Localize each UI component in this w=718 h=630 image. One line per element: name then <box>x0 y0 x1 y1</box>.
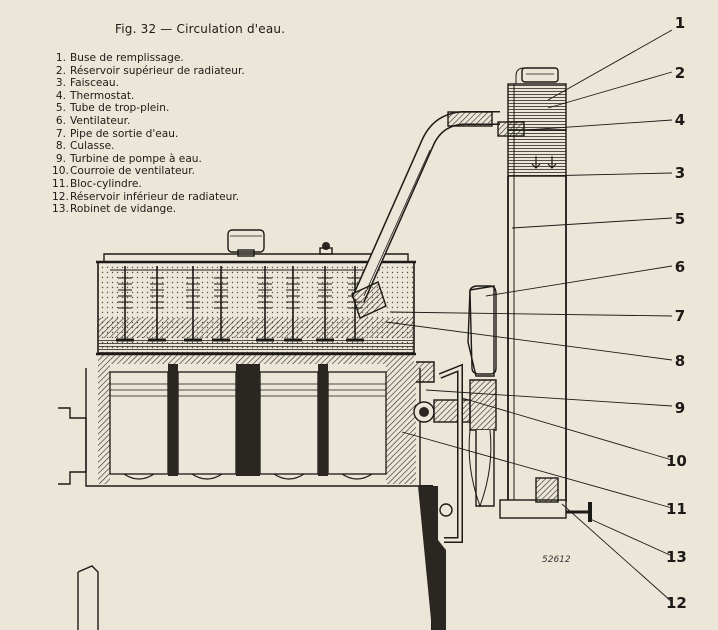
legend-item: 8.Culasse. <box>55 140 115 153</box>
callout-number: 9 <box>674 399 686 417</box>
callout-number: 11 <box>666 500 687 518</box>
callout-number: 6 <box>674 258 686 276</box>
callout-number: 1 <box>674 14 686 32</box>
legend-item: 3.Faisceau. <box>55 77 119 90</box>
engine-block <box>58 368 446 630</box>
callout-number: 5 <box>674 210 686 228</box>
water-pump <box>413 361 471 543</box>
legend-item: 11.Bloc-cylindre. <box>52 177 142 190</box>
drawing-reference: 52612 <box>542 555 571 565</box>
cylinder-block <box>98 354 416 484</box>
callout-number: 8 <box>674 352 686 370</box>
legend-item: 1.Buse de remplissage. <box>55 52 184 64</box>
callout-number: 13 <box>666 548 687 566</box>
callout-number: 10 <box>666 452 687 470</box>
callout-number: 12 <box>666 594 687 612</box>
legend-item: 5.Tube de trop-plein. <box>55 102 170 115</box>
legend-item: 6.Ventilateur. <box>55 114 131 127</box>
callout-number: 7 <box>674 307 686 325</box>
legend-item: 2.Réservoir supérieur de radiateur. <box>55 64 245 77</box>
water-outlet-hose <box>351 111 500 319</box>
legend-item: 4.Thermostat. <box>55 89 135 102</box>
fan <box>467 285 497 508</box>
callout-number: 4 <box>674 111 686 129</box>
legend-item: 10.Courroie de ventilateur. <box>52 165 195 178</box>
legend-item: 13.Robinet de vidange. <box>52 203 177 216</box>
leader-lines <box>385 29 673 603</box>
figure-caption: Fig. 32 — Circulation d'eau. <box>115 22 286 36</box>
radiator <box>497 67 592 522</box>
callout-number: 3 <box>674 164 686 182</box>
legend-item: 7.Pipe de sortie d'eau. <box>55 127 179 140</box>
legend-item: 12.Réservoir inférieur de radiateur. <box>52 190 240 203</box>
valve-train <box>110 266 380 342</box>
legend-list: 1.Buse de remplissage. 2.Réservoir supér… <box>52 52 245 216</box>
legend-item: 9.Turbine de pompe à eau. <box>55 152 202 165</box>
callout-number: 2 <box>674 64 686 82</box>
